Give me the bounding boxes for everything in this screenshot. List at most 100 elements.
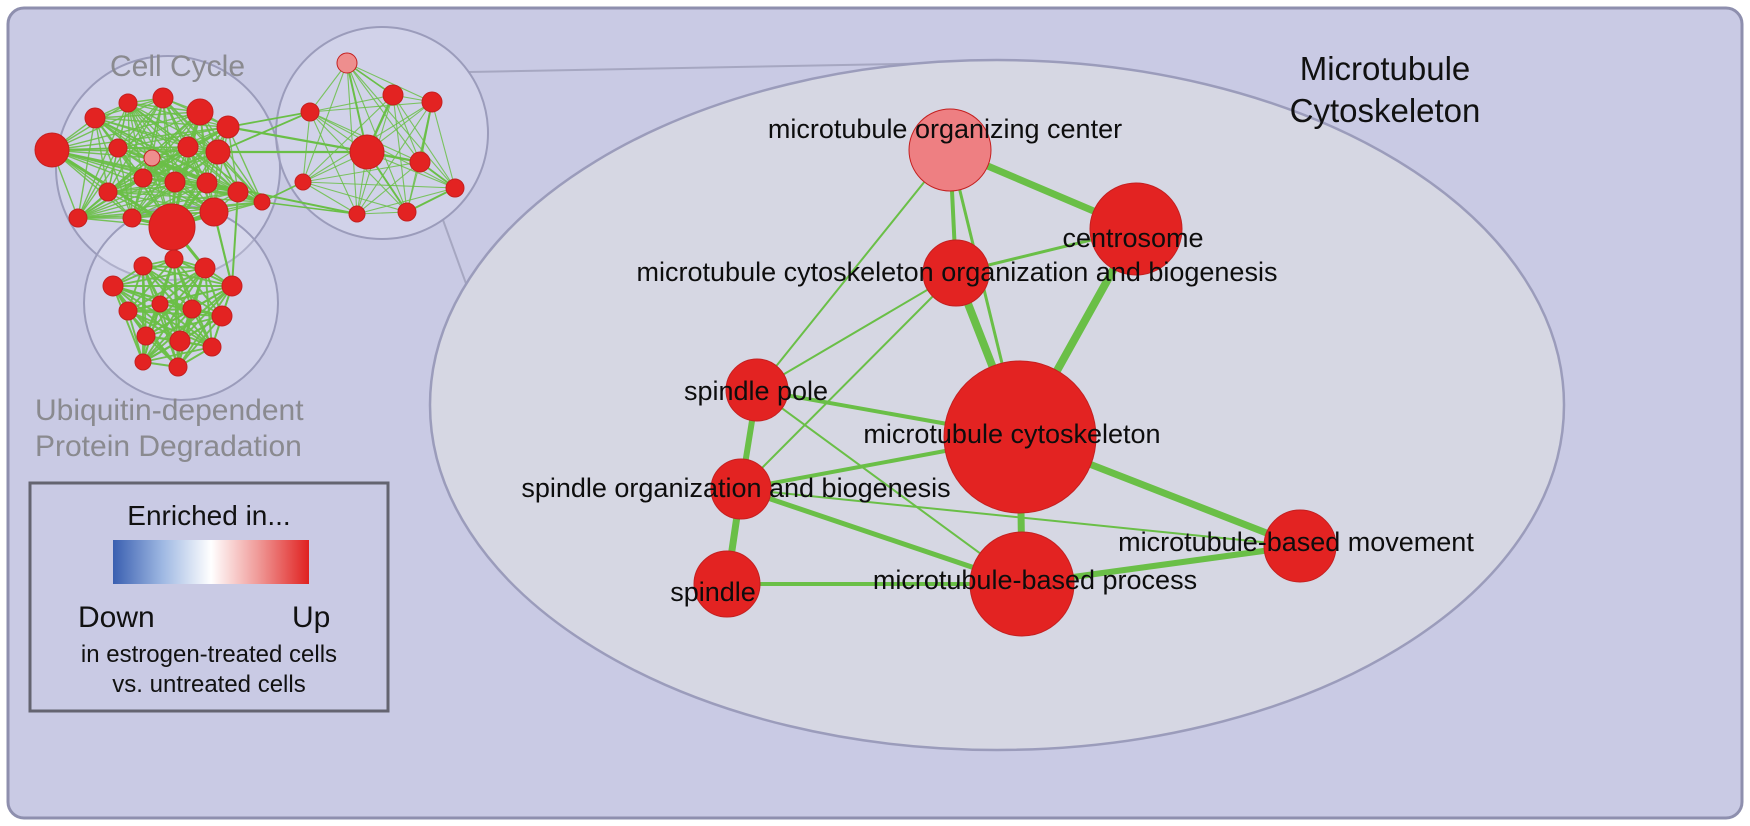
edge bbox=[356, 161, 421, 215]
edge bbox=[77, 191, 239, 219]
edge bbox=[142, 308, 193, 363]
node-c6 bbox=[216, 115, 240, 139]
node-u5 bbox=[221, 275, 243, 297]
edge bbox=[107, 182, 208, 193]
node-c17 bbox=[227, 181, 249, 203]
edge bbox=[302, 181, 358, 215]
node-u10 bbox=[136, 326, 156, 346]
node-label: centrosome bbox=[1062, 223, 1203, 253]
edge bbox=[142, 346, 213, 363]
cell-cycle-label: Cell Cycle bbox=[110, 50, 245, 83]
legend-caption-line2: vs. untreated cells bbox=[112, 671, 305, 698]
edge bbox=[346, 62, 433, 103]
node-u9 bbox=[211, 305, 233, 327]
ubiquitin-label-line2: Protein Degradation bbox=[35, 430, 302, 463]
edge bbox=[309, 101, 433, 113]
edge bbox=[227, 111, 311, 128]
node-c8 bbox=[143, 149, 161, 167]
edge bbox=[51, 111, 201, 151]
node-c4 bbox=[152, 87, 174, 109]
node-c14 bbox=[98, 182, 118, 202]
node-u12 bbox=[202, 337, 222, 357]
edge bbox=[227, 126, 263, 203]
node-u8 bbox=[182, 299, 202, 319]
node-c20 bbox=[199, 197, 229, 227]
node-c3 bbox=[118, 93, 138, 113]
edge bbox=[309, 111, 358, 215]
legend: Enriched in... Down Up in estrogen-treat… bbox=[28, 481, 390, 713]
node-label: microtubule-based process bbox=[873, 565, 1197, 595]
edge bbox=[199, 111, 263, 203]
edge bbox=[431, 101, 456, 189]
edge bbox=[199, 111, 215, 213]
edge bbox=[346, 62, 408, 213]
edge bbox=[77, 117, 96, 219]
edge bbox=[112, 285, 144, 363]
edge bbox=[346, 62, 421, 163]
node-t10 bbox=[294, 173, 312, 191]
edge bbox=[302, 161, 421, 183]
legend-title: Enriched in... bbox=[127, 500, 290, 531]
edge bbox=[159, 303, 179, 368]
microtubule-title-line1: Microtubule bbox=[1300, 50, 1471, 87]
edge bbox=[159, 285, 233, 305]
node-u6 bbox=[118, 301, 138, 321]
nodes bbox=[693, 108, 1337, 637]
edge bbox=[740, 272, 957, 490]
node-c15 bbox=[68, 208, 88, 228]
edge bbox=[187, 146, 239, 193]
node-c12 bbox=[164, 171, 186, 193]
node-c11 bbox=[133, 168, 153, 188]
node-mbm bbox=[1263, 509, 1337, 583]
node-c9 bbox=[177, 136, 199, 158]
node-u13 bbox=[134, 353, 152, 371]
node-t4 bbox=[300, 102, 320, 122]
edge bbox=[356, 187, 456, 215]
overview-network bbox=[34, 52, 465, 377]
edge bbox=[346, 62, 358, 215]
edge bbox=[117, 97, 164, 149]
node-label: microtubule cytoskeleton bbox=[863, 419, 1160, 449]
legend-gradient-bar bbox=[113, 540, 309, 584]
node-c19 bbox=[148, 203, 196, 251]
edge bbox=[302, 181, 456, 189]
edge bbox=[142, 265, 179, 368]
edge bbox=[756, 149, 951, 391]
node-centrosome bbox=[1089, 182, 1183, 276]
legend-up-label: Up bbox=[292, 601, 330, 634]
edge bbox=[302, 111, 311, 183]
node-c10 bbox=[205, 139, 231, 165]
node-moc bbox=[908, 108, 992, 192]
edge bbox=[177, 315, 223, 368]
zoom-network: microtubule organizing center centrosome m… bbox=[521, 108, 1474, 637]
node-label: microtubule organizing center bbox=[768, 114, 1122, 144]
ubiquitin-label-line1: Ubiquitin-dependent bbox=[35, 394, 304, 427]
node-c2 bbox=[84, 107, 106, 129]
node-label: microtubule-based movement bbox=[1118, 527, 1474, 557]
node-u1 bbox=[102, 275, 124, 297]
edge bbox=[107, 191, 215, 213]
edge bbox=[117, 111, 201, 149]
node-label: microtubule cytoskeleton organization an… bbox=[637, 257, 1278, 287]
edge bbox=[162, 97, 239, 193]
edge bbox=[117, 147, 219, 153]
node-u4 bbox=[194, 257, 216, 279]
microtubule-title-line2: Cytoskeleton bbox=[1290, 92, 1481, 129]
node-u14 bbox=[168, 357, 188, 377]
node-spindle_org bbox=[710, 458, 772, 520]
node-u11 bbox=[169, 330, 191, 352]
edge bbox=[107, 146, 189, 193]
edge bbox=[77, 147, 119, 219]
node-t2 bbox=[382, 84, 404, 106]
edge bbox=[142, 265, 193, 310]
edge bbox=[117, 126, 229, 149]
node-labels: microtubule organizing center centrosome m… bbox=[521, 114, 1474, 607]
edge bbox=[77, 182, 208, 219]
node-spindle_pole bbox=[725, 358, 789, 422]
node-t8 bbox=[397, 202, 417, 222]
node-c5 bbox=[186, 98, 214, 126]
node-c7 bbox=[108, 138, 128, 158]
edge bbox=[392, 94, 421, 163]
node-t9 bbox=[348, 205, 366, 223]
